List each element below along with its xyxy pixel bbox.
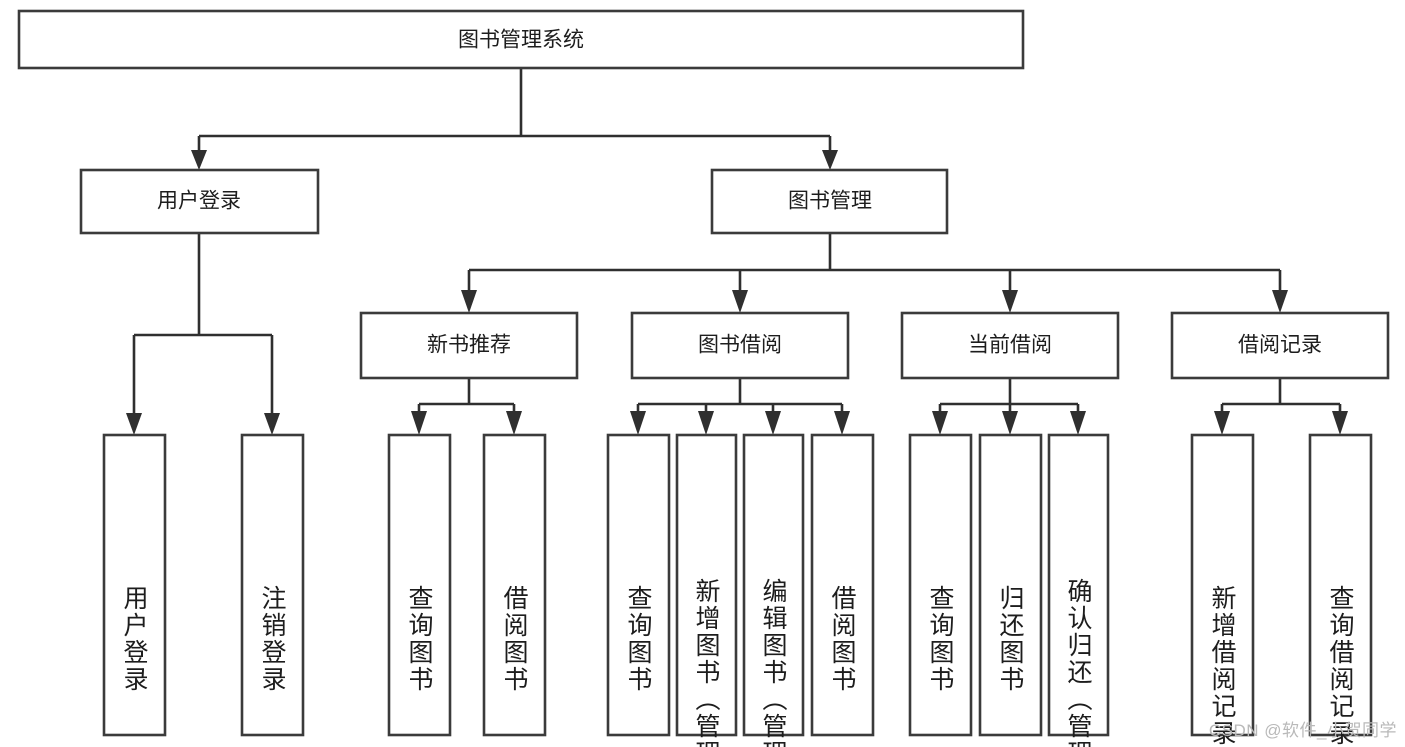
node-leaf-query-book-recommend[interactable]: 查询图书 [387,433,452,737]
node-leaf-logout[interactable]: 注销登录 [240,433,305,737]
node-leaf-add-book-admin[interactable]: 新增图书（管理员） [675,433,738,747]
arrowhead-leaf-query-borrow-record [1332,411,1348,435]
node-book-borrow-label: 图书借阅 [698,334,782,357]
node-root-box[interactable] [17,9,1025,70]
node-leaf-return-book-box[interactable] [978,433,1043,737]
arrowhead-leaf-add-book-admin [698,411,714,435]
csdn-watermark: CSDN @软件_小贺同学 [1208,721,1397,740]
arrowhead-user-login [191,150,207,170]
arrowhead-leaf-query-book-borrow [630,411,646,435]
node-leaf-query-book-current-label: 查询图书 [926,585,955,693]
arrowhead-book-borrow [732,290,748,313]
node-leaf-return-book[interactable]: 归还图书 [978,433,1043,737]
node-new-book-recommend-box[interactable] [359,311,579,380]
node-leaf-edit-book-admin[interactable]: 编辑图书（管理员） [742,433,805,747]
arrowhead-leaf-borrow-book [834,411,850,435]
node-leaf-confirm-return-admin-box[interactable] [1047,433,1110,737]
node-book-borrow-box[interactable] [630,311,850,380]
node-book-manage-box[interactable] [710,168,949,235]
node-leaf-query-book-recommend-box[interactable] [387,433,452,737]
node-leaf-confirm-return-admin[interactable]: 确认归还（管理员） [1047,433,1110,747]
node-leaf-borrow-book-label: 借阅图书 [828,585,857,693]
node-book-manage-label: 图书管理 [788,190,872,213]
node-user-login-label: 用户登录 [157,190,241,213]
node-leaf-query-borrow-record[interactable]: 查询借阅记录 [1308,433,1373,747]
node-borrow-record-label: 借阅记录 [1238,334,1322,357]
node-leaf-edit-book-admin-label: 编辑图书（管理员） [759,578,788,747]
arrowhead-new-book-recommend [461,290,477,313]
node-leaf-borrow-book-recommend[interactable]: 借阅图书 [482,433,547,737]
arrowhead-book-manage [822,150,838,170]
arrowhead-borrow-record [1272,290,1288,313]
node-user-login-box[interactable] [79,168,320,235]
node-leaf-query-book-current-box[interactable] [908,433,973,737]
arrowhead-leaf-query-book-current [932,411,948,435]
arrowhead-leaf-confirm-return-admin [1070,411,1086,435]
node-leaf-borrow-book-recommend-label: 借阅图书 [500,585,529,693]
node-leaf-query-book-recommend-label: 查询图书 [405,585,434,693]
node-leaf-query-book-current[interactable]: 查询图书 [908,433,973,737]
node-leaf-query-borrow-record-box[interactable] [1308,433,1373,737]
node-leaf-query-book-borrow-label: 查询图书 [624,585,653,693]
node-leaf-add-book-admin-label: 新增图书（管理员） [692,578,721,747]
node-root[interactable]: 图书管理系统 [17,9,1025,70]
arrowhead-leaf-borrow-book-recommend [506,411,522,435]
node-leaf-add-book-admin-box[interactable] [675,433,738,737]
node-new-book-recommend[interactable]: 新书推荐 [359,311,579,380]
node-leaf-user-login-box[interactable] [102,433,167,737]
connector-layer [126,68,1348,435]
arrowhead-leaf-add-borrow-record [1214,411,1230,435]
node-leaf-logout-box[interactable] [240,433,305,737]
arrowhead-leaf-return-book [1002,411,1018,435]
arrowhead-leaf-user-login [126,413,142,435]
node-leaf-borrow-book-recommend-box[interactable] [482,433,547,737]
node-current-borrow[interactable]: 当前借阅 [900,311,1120,380]
node-leaf-edit-book-admin-box[interactable] [742,433,805,737]
node-leaf-query-book-borrow[interactable]: 查询图书 [606,433,671,737]
node-root-label: 图书管理系统 [458,29,584,52]
node-leaf-query-borrow-record-label: 查询借阅记录 [1326,585,1355,747]
arrowhead-current-borrow [1002,290,1018,313]
node-leaf-confirm-return-admin-label: 确认归还（管理员） [1064,578,1093,747]
node-leaf-borrow-book[interactable]: 借阅图书 [810,433,875,737]
node-new-book-recommend-label: 新书推荐 [427,334,511,357]
arrowhead-leaf-logout [264,413,280,435]
node-leaf-logout-label: 注销登录 [258,585,287,693]
node-borrow-record[interactable]: 借阅记录 [1170,311,1390,380]
node-leaf-user-login-label: 用户登录 [120,585,149,693]
node-leaf-borrow-book-box[interactable] [810,433,875,737]
node-leaf-add-borrow-record-label: 新增借阅记录 [1208,585,1237,747]
node-book-manage[interactable]: 图书管理 [710,168,949,235]
node-leaf-add-borrow-record-box[interactable] [1190,433,1255,737]
node-leaf-user-login[interactable]: 用户登录 [102,433,167,737]
arrowhead-leaf-query-book-recommend [411,411,427,435]
node-leaf-add-borrow-record[interactable]: 新增借阅记录 [1190,433,1255,747]
node-leaf-query-book-borrow-box[interactable] [606,433,671,737]
node-user-login[interactable]: 用户登录 [79,168,320,235]
node-book-borrow[interactable]: 图书借阅 [630,311,850,380]
arrowhead-leaf-edit-book-admin [765,411,781,435]
node-current-borrow-label: 当前借阅 [968,334,1052,357]
node-borrow-record-box[interactable] [1170,311,1390,380]
node-current-borrow-box[interactable] [900,311,1120,380]
node-leaf-return-book-label: 归还图书 [996,585,1025,693]
